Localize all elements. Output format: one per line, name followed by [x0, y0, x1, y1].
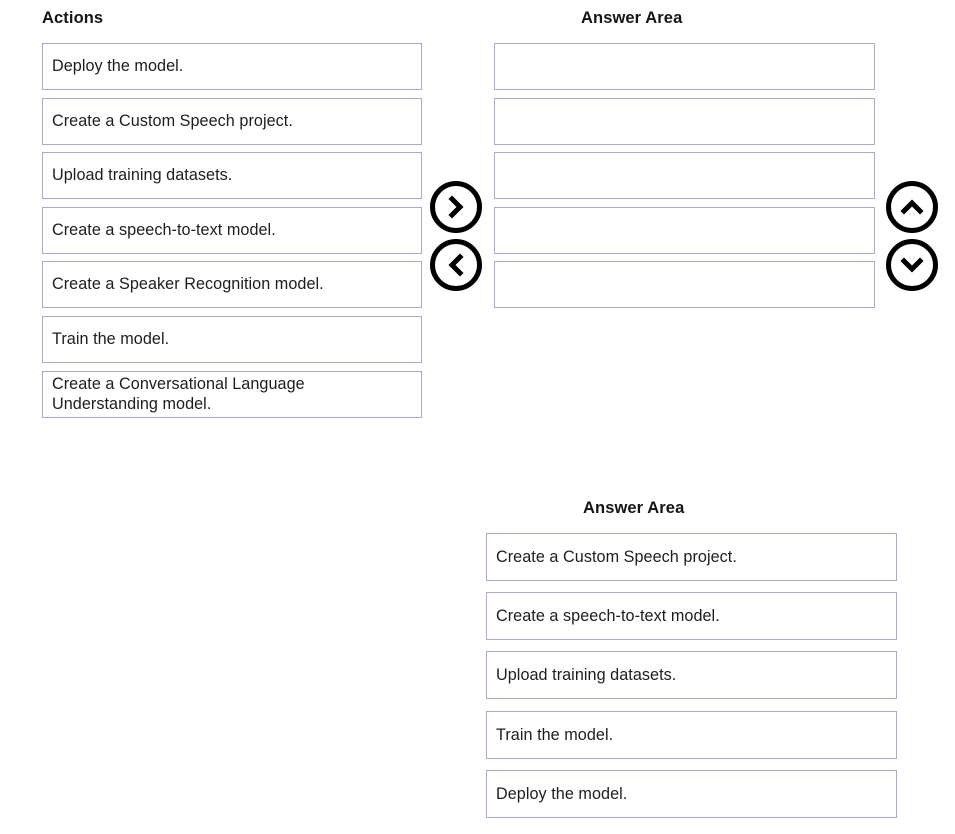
- answer-slot[interactable]: [494, 207, 875, 254]
- answer-area-bottom-header: Answer Area: [583, 499, 685, 517]
- action-item-label: Create a Custom Speech project.: [52, 112, 293, 131]
- action-item[interactable]: Create a speech-to-text model.: [42, 207, 422, 254]
- answer-item-label: Create a Custom Speech project.: [496, 547, 737, 566]
- action-item[interactable]: Create a Custom Speech project.: [42, 98, 422, 145]
- action-item-label: Upload training datasets.: [52, 166, 233, 185]
- answer-item-label: Train the model.: [496, 725, 614, 744]
- action-item-label-line2: Understanding model.: [52, 394, 212, 413]
- action-item[interactable]: Deploy the model.: [42, 43, 422, 90]
- action-item-label-wrapper: Create a Conversational Language Underst…: [52, 375, 305, 413]
- action-item[interactable]: Upload training datasets.: [42, 152, 422, 199]
- action-item[interactable]: Create a Conversational Language Underst…: [42, 371, 422, 418]
- answer-item[interactable]: Deploy the model.: [486, 770, 897, 818]
- chevron-down-icon: [900, 254, 924, 276]
- move-down-button[interactable]: [886, 239, 938, 291]
- action-item[interactable]: Create a Speaker Recognition model.: [42, 261, 422, 308]
- answer-item[interactable]: Create a speech-to-text model.: [486, 592, 897, 640]
- answer-slot[interactable]: [494, 98, 875, 145]
- actions-column-header: Actions: [42, 9, 104, 27]
- answer-item-label: Create a speech-to-text model.: [496, 606, 720, 625]
- answer-item[interactable]: Upload training datasets.: [486, 651, 897, 699]
- action-item-label: Create a Speaker Recognition model.: [52, 275, 324, 294]
- answer-slot[interactable]: [494, 152, 875, 199]
- move-left-button[interactable]: [430, 239, 482, 291]
- answer-slot[interactable]: [494, 261, 875, 308]
- answer-area-top-header: Answer Area: [581, 9, 683, 27]
- action-item-label: Create a speech-to-text model.: [52, 221, 276, 240]
- move-up-button[interactable]: [886, 181, 938, 233]
- action-item-label: Train the model.: [52, 330, 170, 349]
- action-item[interactable]: Train the model.: [42, 316, 422, 363]
- answer-slot[interactable]: [494, 43, 875, 90]
- answer-item[interactable]: Train the model.: [486, 711, 897, 759]
- chevron-left-icon: [445, 253, 467, 277]
- answer-item-label: Deploy the model.: [496, 784, 628, 803]
- chevron-up-icon: [900, 196, 924, 218]
- answer-item[interactable]: Create a Custom Speech project.: [486, 533, 897, 581]
- action-item-label-line1: Create a Conversational Language: [52, 375, 305, 394]
- action-item-label: Deploy the model.: [52, 57, 184, 76]
- answer-item-label: Upload training datasets.: [496, 665, 677, 684]
- chevron-right-icon: [445, 195, 467, 219]
- move-right-button[interactable]: [430, 181, 482, 233]
